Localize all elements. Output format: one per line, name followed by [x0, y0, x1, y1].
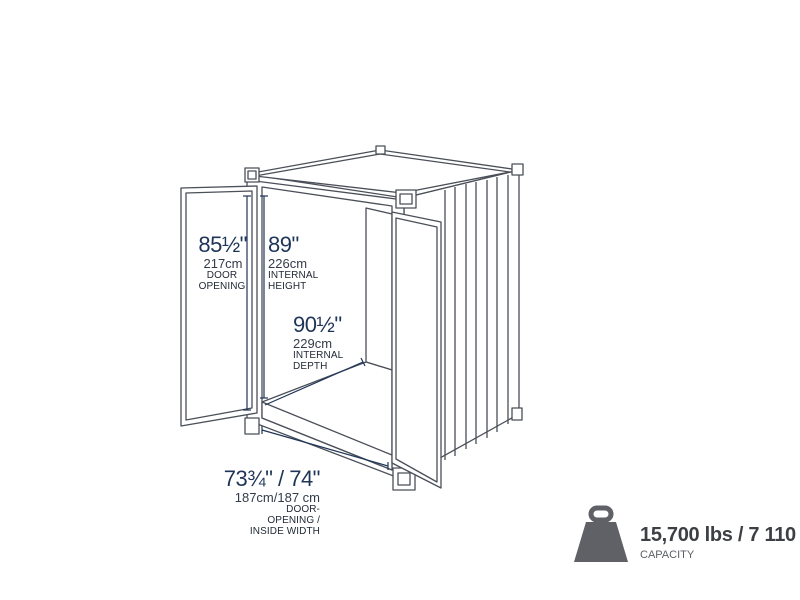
width-label-line1: DOOR-	[286, 504, 320, 515]
left-door	[180, 185, 258, 427]
corner-casting	[244, 417, 260, 435]
door-opening-height-label-line2: OPENING	[198, 281, 246, 292]
internal-height-annotation: 89" 226cm INTERNAL HEIGHT	[268, 232, 319, 293]
internal-height-metric: 226cm	[268, 256, 308, 271]
internal-depth-imperial: 90½"	[293, 312, 342, 337]
corner-casting	[511, 163, 524, 176]
corner-casting	[244, 167, 260, 183]
width-label-line2: OPENING /	[267, 515, 320, 526]
width-metric: 187cm/187 cm	[234, 490, 320, 505]
corner-casting	[511, 407, 523, 421]
internal-depth-label-line2: DEPTH	[293, 361, 328, 372]
door-opening-height-metric: 217cm	[203, 256, 243, 271]
internal-height-label-line2: HEIGHT	[268, 281, 307, 292]
internal-depth-annotation: 90½" 229cm INTERNAL DEPTH	[293, 312, 344, 373]
width-annotation: 73¾" / 74" 187cm/187 cm DOOR- OPENING / …	[196, 466, 321, 538]
door-opening-height-imperial: 85½"	[198, 232, 247, 257]
corner-casting	[375, 145, 386, 155]
corner-casting	[395, 189, 417, 209]
internal-height-imperial: 89"	[268, 232, 299, 257]
door-opening-height-annotation: 85½" 217cm DOOR OPENING	[175, 232, 247, 293]
width-imperial: 73¾" / 74"	[223, 466, 321, 491]
dimension-line-width	[261, 429, 389, 467]
capacity-value: 15,700 lbs / 7 110	[640, 524, 796, 546]
internal-depth-label-line1: INTERNAL	[293, 350, 344, 361]
door-opening-height-label-line1: DOOR	[206, 270, 238, 281]
capacity-label: CAPACITY	[640, 549, 695, 561]
internal-height-label-line1: INTERNAL	[268, 270, 319, 281]
dimension-line-internal-depth	[264, 361, 364, 406]
internal-depth-metric: 229cm	[293, 336, 333, 351]
right-door	[391, 211, 442, 489]
width-label-line3: INSIDE WIDTH	[249, 526, 320, 537]
weight-icon	[574, 505, 628, 562]
